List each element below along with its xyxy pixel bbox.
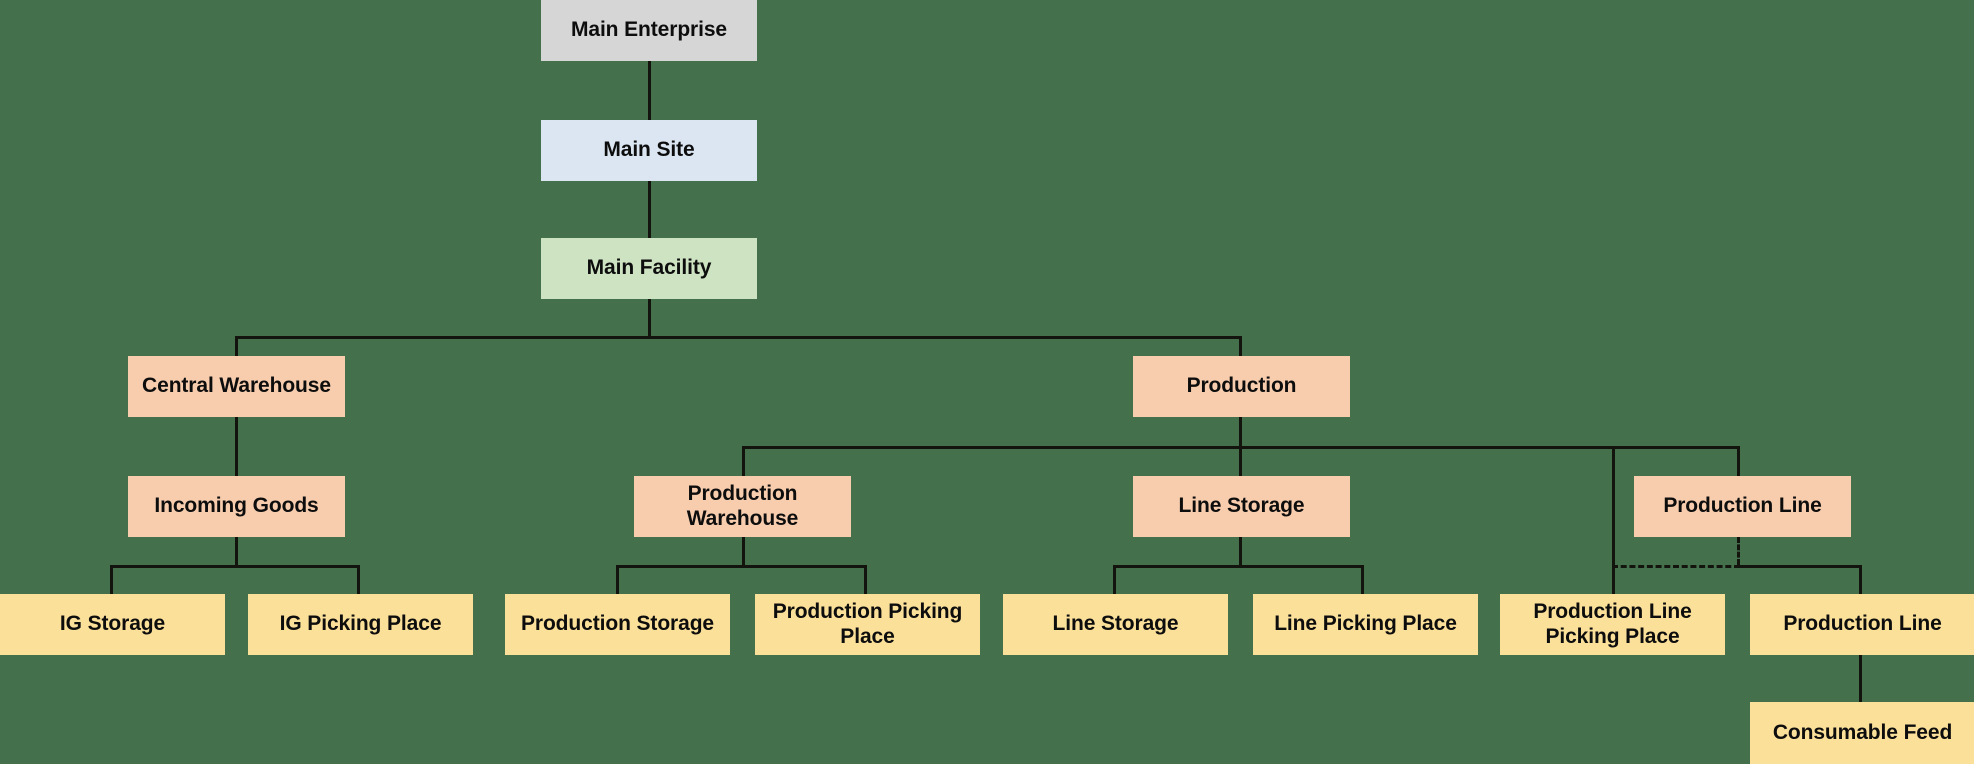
node-label-main-site: Main Site	[603, 138, 695, 162]
edge-site-to-facility	[648, 181, 651, 239]
edge-bus-to-line-storage	[1239, 446, 1242, 477]
edge-bus-to-production-line-area	[1737, 446, 1740, 477]
node-label-production-warehouse: Production Warehouse	[686, 481, 799, 530]
node-main-enterprise[interactable]: Main Enterprise	[541, 0, 757, 61]
node-production[interactable]: Production	[1133, 356, 1350, 417]
node-label-ig-picking-place: IG Picking Place	[279, 612, 442, 636]
node-ig-storage[interactable]: IG Storage	[0, 594, 225, 655]
edge-bus-to-ig-storage	[110, 565, 113, 595]
node-label-ig-storage: IG Storage	[59, 612, 166, 636]
edge-bus-to-production	[1239, 336, 1242, 357]
edge-bus-to-production-line-picking	[1612, 446, 1615, 595]
edge-central-warehouse-to-incoming-goods	[235, 417, 238, 477]
edge-bus-to-production-warehouse	[742, 446, 745, 477]
node-label-consumable-feed: Consumable Feed	[1772, 720, 1953, 744]
node-production-line-picking-place[interactable]: Production Line Picking Place	[1500, 594, 1725, 655]
edge-facility-bus	[235, 336, 1242, 339]
edge-production-warehouse-stem	[742, 537, 745, 567]
edge-line-storage-bus	[1113, 565, 1364, 568]
edge-bus-to-production-storage	[616, 565, 619, 595]
node-label-production-storage: Production Storage	[520, 612, 715, 636]
node-production-line-area[interactable]: Production Line	[1634, 476, 1851, 537]
node-label-line-storage-leaf: Line Storage	[1052, 612, 1179, 636]
node-label-line-storage-area: Line Storage	[1178, 494, 1305, 518]
node-label-main-facility: Main Facility	[586, 256, 712, 280]
node-consumable-feed[interactable]: Consumable Feed	[1750, 702, 1974, 764]
node-label-production: Production	[1186, 374, 1297, 398]
node-ig-picking-place[interactable]: IG Picking Place	[248, 594, 473, 655]
node-line-picking-place[interactable]: Line Picking Place	[1253, 594, 1478, 655]
edge-bus-to-production-line-leaf	[1859, 565, 1862, 595]
node-label-production-picking-place: Production Picking Place	[772, 599, 963, 648]
edge-production-line-dashed-bus	[1612, 565, 1740, 568]
edge-bus-to-line-picking-place	[1361, 565, 1364, 595]
edge-bus-to-production-picking-place	[864, 565, 867, 595]
node-label-production-line-picking-place: Production Line Picking Place	[1533, 599, 1692, 648]
edge-enterprise-to-site	[648, 61, 651, 121]
node-production-warehouse[interactable]: Production Warehouse	[634, 476, 851, 537]
node-incoming-goods[interactable]: Incoming Goods	[128, 476, 345, 537]
edge-production-warehouse-bus	[616, 565, 867, 568]
node-main-facility[interactable]: Main Facility	[541, 238, 757, 299]
edge-incoming-goods-bus	[110, 565, 360, 568]
node-production-storage[interactable]: Production Storage	[505, 594, 730, 655]
edge-production-stem	[1239, 417, 1242, 448]
node-label-incoming-goods: Incoming Goods	[154, 494, 319, 518]
edge-bus-to-central-warehouse	[235, 336, 238, 357]
node-production-picking-place[interactable]: Production Picking Place	[755, 594, 980, 655]
edge-line-storage-stem	[1239, 537, 1242, 567]
node-production-line-leaf[interactable]: Production Line	[1750, 594, 1974, 655]
node-label-central-warehouse: Central Warehouse	[142, 374, 331, 398]
node-line-storage-leaf[interactable]: Line Storage	[1003, 594, 1228, 655]
edge-production-line-dashed-stem	[1737, 537, 1740, 565]
node-line-storage-area[interactable]: Line Storage	[1133, 476, 1350, 537]
edge-facility-stem	[648, 299, 651, 338]
edge-bus-to-ig-picking-place	[357, 565, 360, 595]
edge-incoming-goods-stem	[235, 537, 238, 567]
node-label-production-line-leaf: Production Line	[1783, 612, 1942, 636]
edge-production-line-leaf-to-consumable-feed	[1859, 655, 1862, 703]
node-label-main-enterprise: Main Enterprise	[570, 18, 728, 42]
node-label-line-picking-place: Line Picking Place	[1274, 612, 1457, 636]
node-main-site[interactable]: Main Site	[541, 120, 757, 181]
node-label-production-line-area: Production Line	[1663, 494, 1822, 518]
edge-production-line-to-leaf-bus	[1737, 565, 1862, 568]
node-central-warehouse[interactable]: Central Warehouse	[128, 356, 345, 417]
edge-bus-to-line-storage-leaf	[1113, 565, 1116, 595]
